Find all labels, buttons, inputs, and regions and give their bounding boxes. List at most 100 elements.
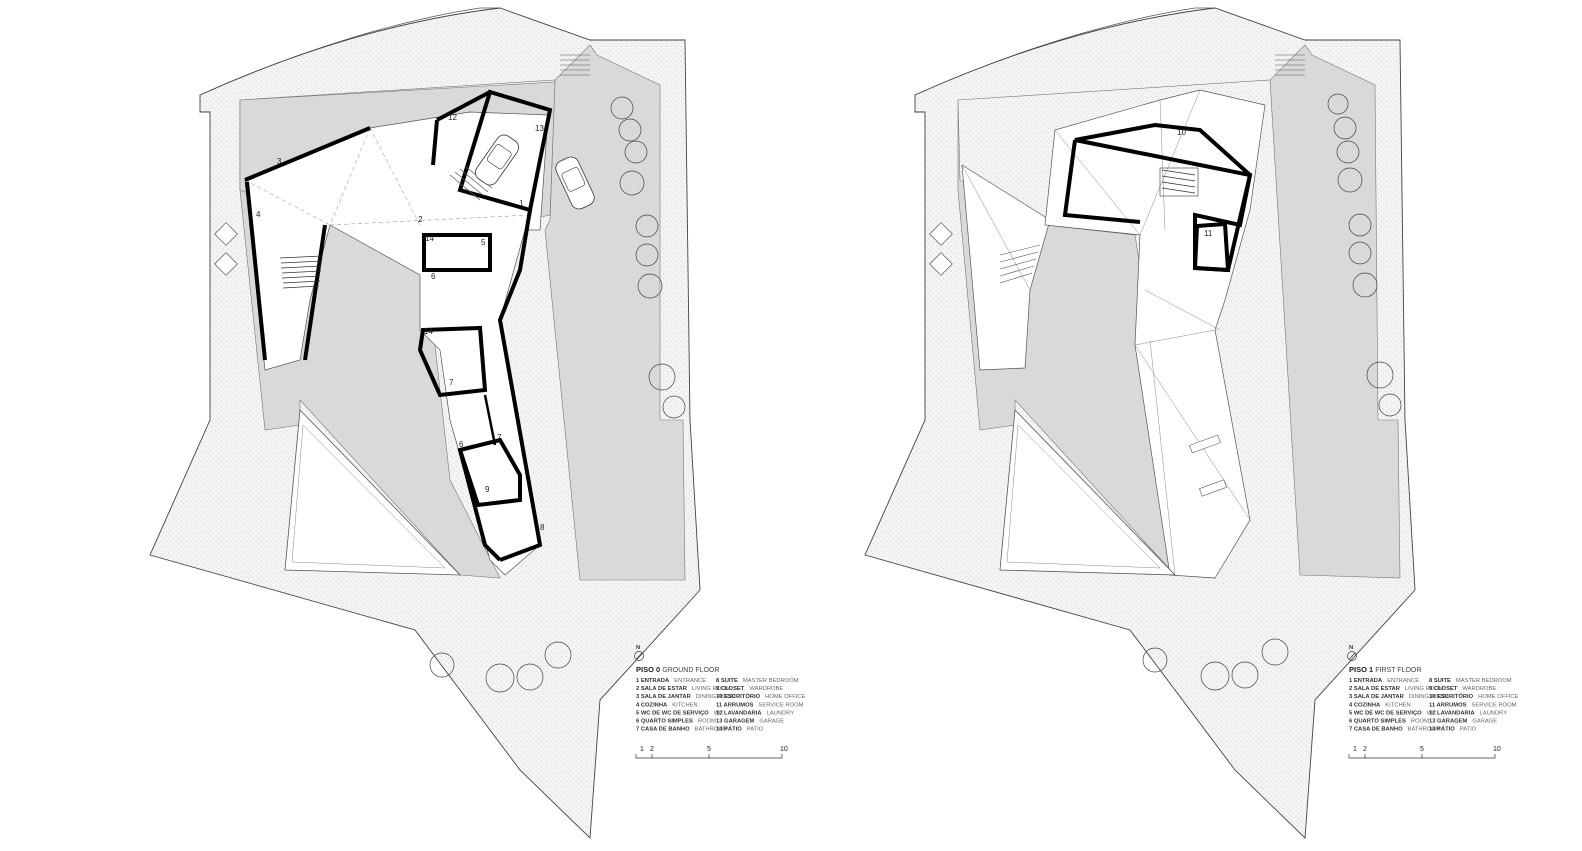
room-label: 12	[448, 113, 457, 122]
wall-east	[497, 209, 543, 562]
entry-steps	[560, 54, 590, 76]
wall-stair	[303, 224, 327, 361]
ground-floor-plan	[149, 7, 701, 839]
room-label: 4	[256, 210, 261, 219]
room-label: 2	[418, 215, 423, 224]
room-label: 7	[497, 433, 502, 442]
scale-tick-label: 10	[1493, 746, 1501, 753]
scale-tick-label: 1	[1353, 746, 1357, 753]
entry-steps	[1275, 54, 1305, 76]
staircase	[279, 255, 323, 289]
scale-tick-label: 5	[707, 746, 711, 753]
fold-line	[329, 214, 531, 226]
north-arrow-icon	[634, 651, 644, 661]
scale-tick-label: 1	[640, 746, 644, 753]
office-walls	[1074, 122, 1253, 273]
room-label: 6	[459, 440, 464, 449]
room-label: 5	[481, 238, 486, 247]
room-label: 8	[540, 523, 545, 532]
office-wall-west	[1062, 139, 1141, 224]
room-label: 11	[1204, 229, 1213, 238]
scale-tick-label: 10	[780, 746, 788, 753]
room-label: 10	[1177, 128, 1186, 137]
staircase	[1159, 167, 1199, 197]
bath-walls	[417, 325, 488, 398]
scale-tick-label: 2	[1363, 746, 1367, 753]
patio-14-walls	[422, 233, 492, 272]
north-arrow-icon	[1347, 651, 1357, 661]
wall-laundry	[436, 90, 491, 122]
planter	[214, 252, 238, 276]
car-garage-icon	[474, 134, 520, 186]
roof-fold-lines	[961, 89, 1251, 576]
room-label: 13	[535, 124, 544, 133]
service-room-walls	[1192, 221, 1231, 273]
patio-triangle-inner	[1006, 424, 1161, 569]
wall-suite	[458, 449, 502, 562]
room-label: 7	[449, 378, 454, 387]
planter	[929, 252, 953, 276]
room-label: 9	[485, 485, 490, 494]
room-label: 6	[431, 272, 436, 281]
room-label: 3	[277, 157, 282, 166]
legend-title: PISO 0 GROUND FLOOR	[636, 665, 719, 674]
skylight	[1199, 479, 1227, 497]
west-stairs	[999, 244, 1041, 284]
planter	[214, 222, 238, 246]
patio-triangle-inner	[291, 424, 446, 569]
roof-central	[1044, 89, 1266, 579]
tree-icons	[429, 96, 686, 693]
wall-laundry-v	[431, 119, 439, 166]
tree-icons	[1142, 93, 1402, 691]
room-label: 14	[424, 327, 433, 336]
fold-line	[244, 179, 331, 226]
scale-tick-label: 5	[1420, 746, 1424, 753]
wall-corridor	[483, 394, 497, 446]
legend-title: PISO 1 FIRST FLOOR	[1349, 665, 1421, 674]
room-label: 1	[519, 199, 524, 208]
skylight	[1189, 434, 1221, 454]
first-floor-plan	[864, 7, 1416, 839]
fold-line	[329, 127, 371, 226]
car-outside-icon	[555, 156, 595, 210]
planter	[929, 222, 953, 246]
scale-tick-label: 2	[650, 746, 654, 753]
paved-area	[957, 44, 1401, 579]
